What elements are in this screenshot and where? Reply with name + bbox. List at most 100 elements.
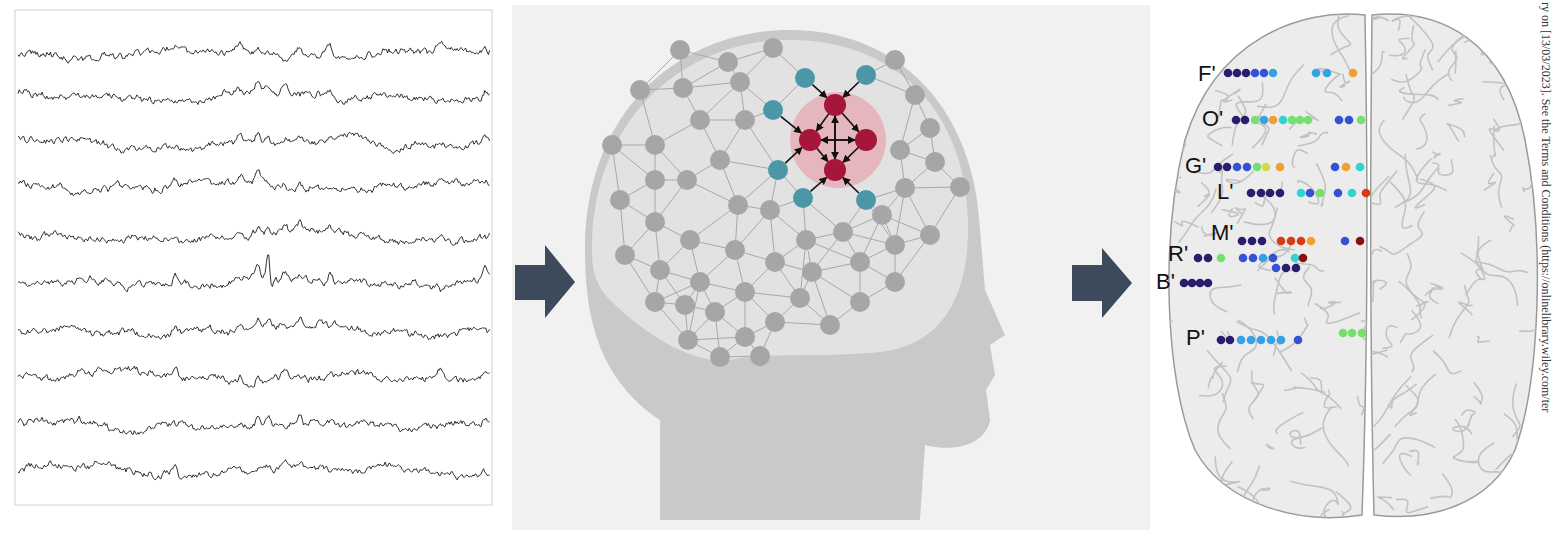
- sulcus: [1243, 465, 1260, 526]
- directed-link: [834, 115, 836, 159]
- eeg-trace: [18, 220, 490, 246]
- network-node: [690, 272, 710, 292]
- sulcus: [1250, 488, 1269, 508]
- network-node: [763, 38, 783, 58]
- sulcus: [1300, 132, 1317, 137]
- right-hemisphere: [1371, 14, 1538, 516]
- electrode-contact: [1297, 237, 1306, 246]
- sulcus: [1174, 221, 1198, 227]
- sulcus: [1340, 74, 1349, 88]
- sulcus: [1150, 475, 1169, 522]
- sulcus: [1438, 35, 1474, 62]
- sulcus: [1449, 507, 1484, 511]
- electrode-contact: [1276, 189, 1285, 198]
- watermark: ry on [13/03/2023]. See the Terms and Co…: [1539, 2, 1553, 412]
- electrode-contact: [1297, 189, 1306, 198]
- sulcus: [1406, 13, 1433, 70]
- sulcus: [1484, 173, 1496, 190]
- electrode-contact: [1306, 189, 1315, 198]
- electrode-contact: [1241, 116, 1250, 125]
- network-node: [728, 195, 748, 215]
- electrode-label: F': [1198, 62, 1216, 86]
- sulcus: [1395, 374, 1436, 427]
- directed-link: [843, 147, 859, 162]
- eeg-trace: [18, 366, 490, 387]
- electrode-contact: [1339, 329, 1348, 338]
- electrode-contact: [1238, 237, 1247, 246]
- sulcus: [1461, 410, 1475, 426]
- directed-link: [843, 178, 859, 193]
- electrode-contact: [1239, 254, 1248, 263]
- sulcus: [1257, 65, 1304, 108]
- electrode-contact: [1247, 189, 1256, 198]
- electrode-contact: [1180, 279, 1189, 288]
- sulcus: [1179, 188, 1217, 242]
- directed-link: [781, 116, 802, 133]
- sulcus: [1431, 283, 1444, 289]
- head-silhouette: [585, 30, 1005, 520]
- sulcus: [1396, 499, 1428, 512]
- sulcus: [1336, 492, 1352, 532]
- sulcus: [1151, 44, 1166, 83]
- sulcus: [1382, 326, 1397, 349]
- network-node: [790, 288, 810, 308]
- sulcus: [1378, 497, 1394, 510]
- electrode-contact: [1276, 163, 1285, 172]
- eeg-trace: [18, 415, 490, 435]
- sulcus: [1389, 38, 1410, 55]
- sulcus: [1383, 438, 1436, 464]
- electrode-contact: [1257, 189, 1266, 198]
- sulcus: [1324, 390, 1337, 408]
- electrode-contact: [1226, 336, 1235, 345]
- eeg-traces: [18, 41, 490, 480]
- electrode-contact: [1272, 264, 1281, 273]
- sulcus: [1292, 150, 1307, 167]
- sulcus: [1495, 432, 1530, 470]
- directed-link: [811, 177, 827, 191]
- sulcus: [1390, 182, 1413, 228]
- sulcus: [1199, 366, 1227, 396]
- electrode-contact: [1194, 254, 1203, 263]
- electrode-contact: [1204, 254, 1213, 263]
- sulcus: [1474, 262, 1528, 273]
- network-node: [890, 140, 910, 160]
- electrode-contact: [1237, 336, 1246, 345]
- electrode-contact: [1269, 69, 1278, 78]
- sulcus: [1366, 520, 1377, 534]
- flow-arrow: [515, 245, 575, 318]
- sulcus: [1323, 406, 1349, 466]
- sulcus: [1349, 434, 1391, 483]
- sulcus: [1411, 335, 1433, 372]
- electrode-contact: [1304, 116, 1313, 125]
- gyri: [1127, 10, 1373, 534]
- network-node: [885, 235, 905, 255]
- sulcus: [1368, 170, 1397, 204]
- electrode-contact: [1358, 329, 1367, 338]
- network-node: [824, 159, 846, 181]
- directed-link: [785, 148, 802, 164]
- sulcus: [1490, 28, 1499, 64]
- network-node: [796, 230, 816, 250]
- electrode-contact: [1233, 69, 1242, 78]
- network-panel: [512, 5, 1150, 530]
- sulcus: [1316, 163, 1325, 206]
- sulcus: [1290, 431, 1310, 445]
- electrode-contact: [1259, 254, 1268, 263]
- directed-link: [812, 85, 826, 98]
- network-node: [678, 330, 698, 350]
- sulcus: [1156, 515, 1181, 534]
- brain-network: [602, 38, 970, 367]
- network-node: [725, 240, 745, 260]
- network-node: [895, 178, 915, 198]
- electrode-label: M': [1211, 221, 1234, 245]
- electrode-contact: [1262, 163, 1271, 172]
- sulcus: [1448, 99, 1463, 106]
- electrode-contact: [1214, 163, 1223, 172]
- directed-link: [834, 116, 836, 160]
- network-node: [645, 212, 665, 232]
- electrode-contact: [1233, 163, 1242, 172]
- network-node: [820, 315, 840, 335]
- electrode-contact: [1232, 116, 1241, 125]
- electrode-contact: [1242, 69, 1251, 78]
